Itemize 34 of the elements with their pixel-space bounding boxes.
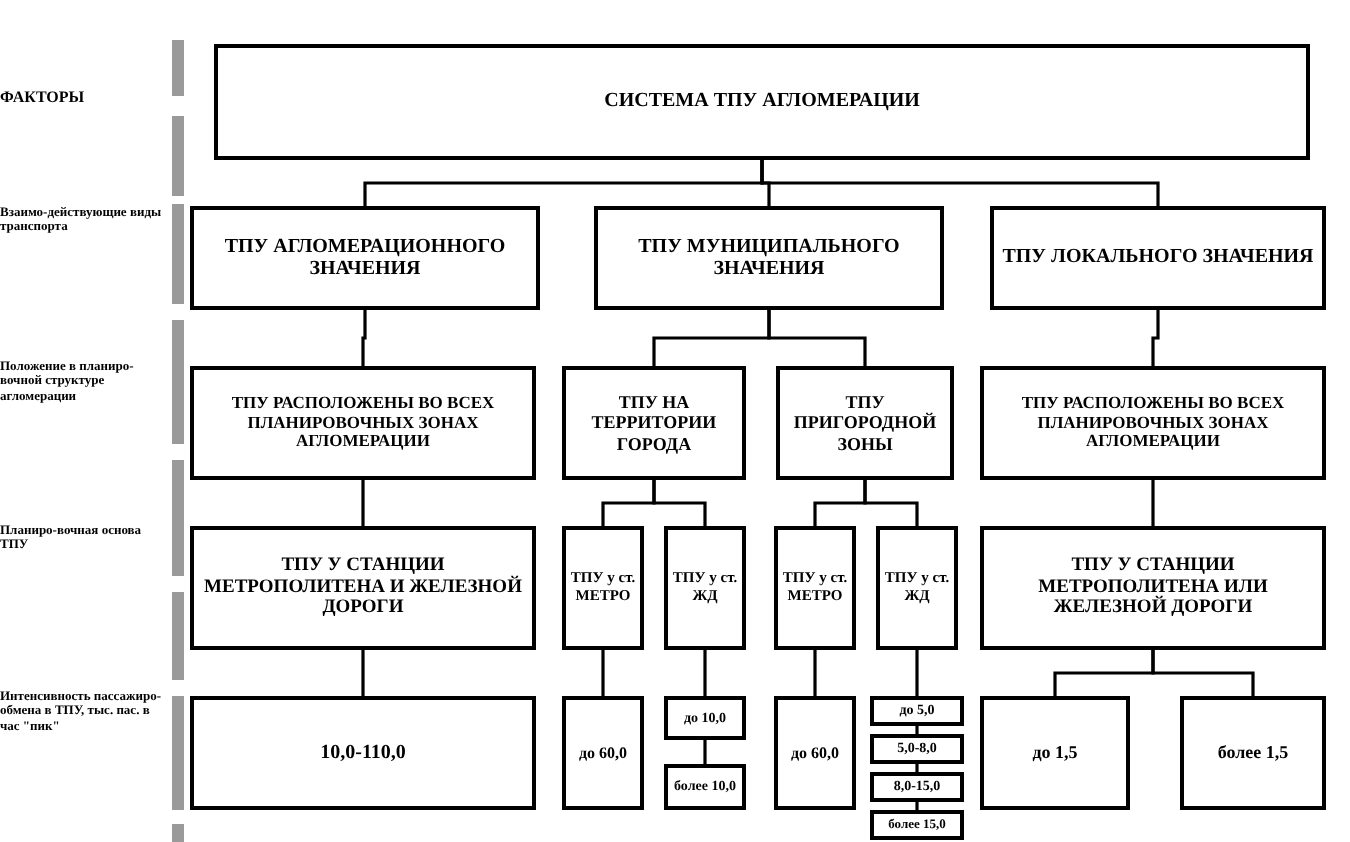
connector-line bbox=[760, 160, 1160, 206]
hierarchy-box: ТПУ ЛОКАЛЬНОГО ЗНАЧЕНИЯ bbox=[990, 206, 1326, 310]
hierarchy-box: до 60,0 bbox=[774, 696, 856, 810]
connector-line bbox=[813, 650, 817, 696]
connector-line bbox=[915, 802, 919, 810]
connector-line bbox=[361, 650, 365, 696]
hierarchy-box: ТПУ У СТАНЦИИ МЕТРОПОЛИТЕНА И ЖЕЛЕЗНОЙ ДОРОГИ bbox=[190, 526, 536, 650]
hierarchy-box: ТПУ АГЛОМЕРАЦИОННОГО ЗНАЧЕНИЯ bbox=[190, 206, 540, 310]
connector-line bbox=[601, 650, 605, 696]
hierarchy-box: до 60,0 bbox=[562, 696, 644, 810]
connector-line bbox=[652, 480, 707, 526]
connector-line bbox=[915, 764, 919, 772]
hierarchy-box: ТПУ РАСПОЛОЖЕНЫ ВО ВСЕХ ПЛАНИРОВОЧНЫХ ЗОНАХ АГЛОМЕРАЦИИ bbox=[190, 366, 536, 480]
connector-line bbox=[361, 310, 367, 366]
hierarchy-box: ТПУ РАСПОЛОЖЕНЫ ВО ВСЕХ ПЛАНИРОВОЧНЫХ ЗОНАХ АГЛОМЕРАЦИИ bbox=[980, 366, 1326, 480]
connector-line bbox=[361, 480, 365, 526]
hierarchy-box: ТПУ НА ТЕРРИТОРИИ ГОРОДА bbox=[562, 366, 746, 480]
connector-line bbox=[1151, 480, 1155, 526]
hierarchy-box: СИСТЕМА ТПУ АГЛОМЕРАЦИИ bbox=[214, 44, 1310, 160]
connector-line bbox=[703, 740, 707, 764]
connector-line bbox=[863, 480, 919, 526]
connector-line bbox=[915, 726, 919, 734]
hierarchy-box: ТПУ У СТАНЦИИ МЕТРОПОЛИТЕНА ИЛИ ЖЕЛЕЗНОЙ ДОРОГИ bbox=[980, 526, 1326, 650]
hierarchy-box: более 1,5 bbox=[1180, 696, 1326, 810]
connector-line bbox=[1151, 650, 1255, 696]
connector-line bbox=[915, 650, 919, 696]
hierarchy-box: 10,0-110,0 bbox=[190, 696, 536, 810]
hierarchy-box: до 1,5 bbox=[980, 696, 1130, 810]
connector-line bbox=[1151, 310, 1160, 366]
row-label: ФАКТОРЫ bbox=[0, 88, 87, 107]
connector-line bbox=[703, 650, 707, 696]
hierarchy-box: ТПУ ПРИГОРОДНОЙ ЗОНЫ bbox=[776, 366, 954, 480]
connector-line bbox=[767, 310, 867, 366]
hierarchy-box: ТПУ МУНИЦИПАЛЬНОГО ЗНАЧЕНИЯ bbox=[594, 206, 944, 310]
